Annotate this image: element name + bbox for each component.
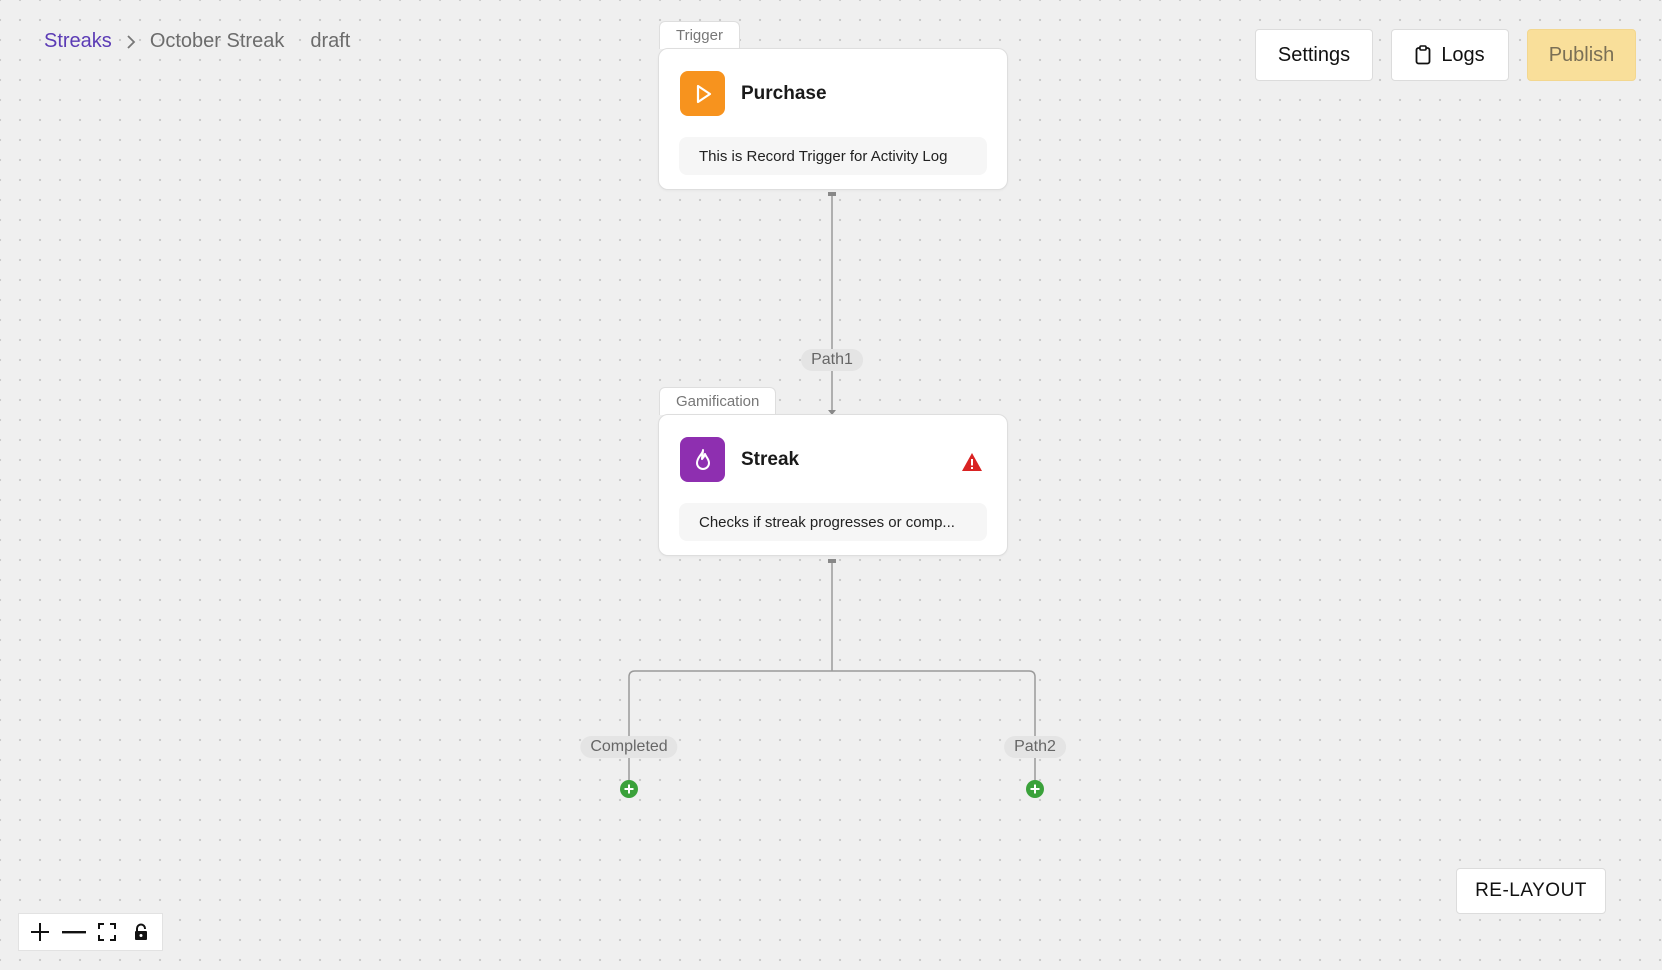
publish-button-label: Publish (1548, 43, 1615, 66)
fit-view-button[interactable] (92, 917, 122, 947)
publish-button[interactable]: Publish (1527, 29, 1636, 81)
trigger-category-tab: Trigger (659, 21, 740, 49)
plus-icon (30, 923, 49, 941)
play-icon (680, 71, 725, 116)
flame-icon (680, 437, 725, 482)
relayout-button-label: RE-LAYOUT (1475, 880, 1587, 901)
clipboard-icon (1415, 45, 1431, 65)
edge-label-completed[interactable]: Completed (580, 736, 678, 758)
zoom-in-button[interactable] (25, 917, 55, 947)
trigger-node-title: Purchase (741, 83, 827, 104)
add-node-path2-button[interactable] (1026, 780, 1044, 798)
logs-button[interactable]: Logs (1391, 29, 1509, 81)
edge-label-path2[interactable]: Path2 (1004, 736, 1066, 758)
breadcrumb-current: October Streak (149, 30, 285, 52)
add-node-completed-button[interactable] (620, 780, 638, 798)
streak-node-description: Checks if streak progresses or comp... (679, 503, 987, 541)
trigger-node-description: This is Record Trigger for Activity Log (679, 137, 987, 175)
plus-circle-icon (620, 780, 638, 798)
trigger-node[interactable]: Purchase This is Record Trigger for Acti… (658, 48, 1008, 190)
edge-label-path1[interactable]: Path1 (801, 349, 863, 371)
fullscreen-icon (98, 923, 117, 941)
plus-circle-icon (1026, 780, 1044, 798)
warning-icon[interactable] (961, 452, 983, 477)
breadcrumb: Streaks October Streak draft (44, 30, 350, 53)
trigger-category-label: Trigger (676, 27, 723, 44)
relayout-button[interactable]: RE-LAYOUT (1456, 868, 1606, 914)
streak-node[interactable]: Streak Checks if streak progresses or co… (658, 414, 1008, 556)
streak-node-title: Streak (741, 449, 800, 470)
settings-button[interactable]: Settings (1255, 29, 1373, 81)
logs-button-label: Logs (1441, 43, 1485, 66)
gamification-category-tab: Gamification (659, 387, 777, 415)
chevron-right-icon (126, 34, 136, 49)
settings-button-label: Settings (1277, 43, 1351, 66)
lock-button[interactable] (126, 917, 156, 947)
gamification-category-label: Gamification (676, 393, 760, 410)
canvas-controls (18, 913, 163, 951)
lock-icon (135, 923, 148, 940)
zoom-out-button[interactable] (59, 917, 89, 947)
breadcrumb-root-link[interactable]: Streaks (44, 30, 112, 52)
status-label: draft (310, 30, 351, 52)
minus-icon (61, 931, 86, 934)
